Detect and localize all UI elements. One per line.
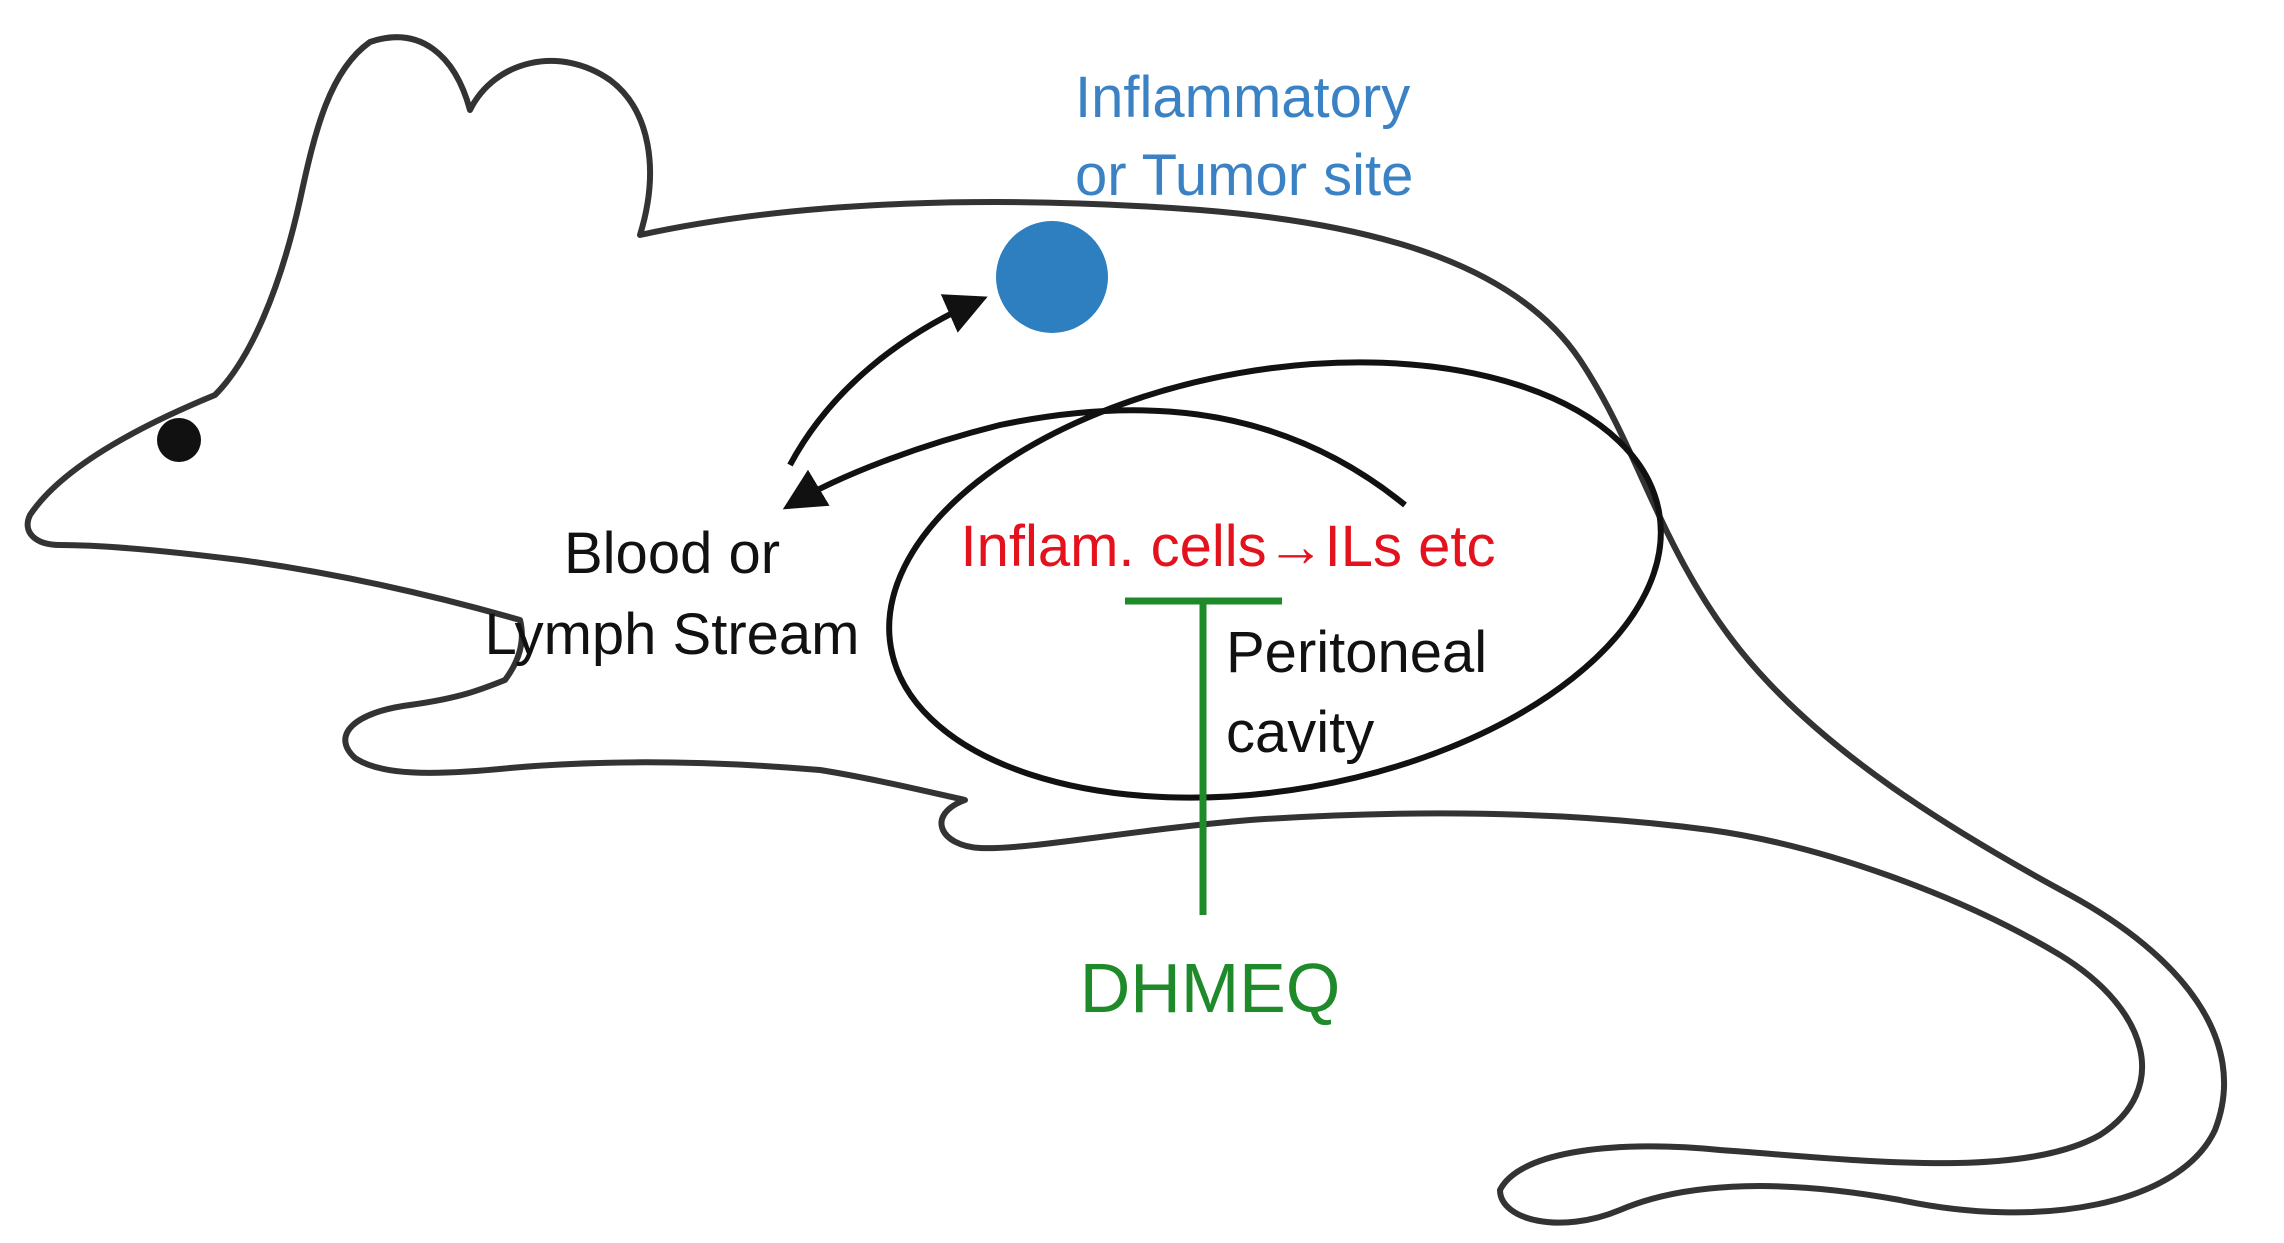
site-label-line2: or Tumor site [1075,143,1413,208]
site-label-line1: Inflammatory [1075,65,1410,130]
arrow-cavity-to-stream [782,407,1407,510]
arrow-stream-to-site [787,294,988,467]
inflam-cells-text: Inflam. cells [960,514,1266,579]
cavity-label-line1: Peritoneal [1226,620,1487,685]
stream-label-line1: Blood or [564,521,780,586]
inflam-cells-label: Inflam. cells→ILs etc [960,514,1495,579]
ils-text: ILs etc [1325,514,1496,579]
arrow-glyph: → [1267,514,1325,579]
site-dot [996,221,1108,333]
cavity-label-line2: cavity [1226,700,1374,765]
peritoneal-cavity-ellipse [886,359,1664,801]
mouse-eye [157,418,201,462]
drug-label: DHMEQ [1080,949,1341,1027]
mouse-body-outline [24,34,2227,1226]
stream-label-line2: Lymph Stream [485,602,860,667]
